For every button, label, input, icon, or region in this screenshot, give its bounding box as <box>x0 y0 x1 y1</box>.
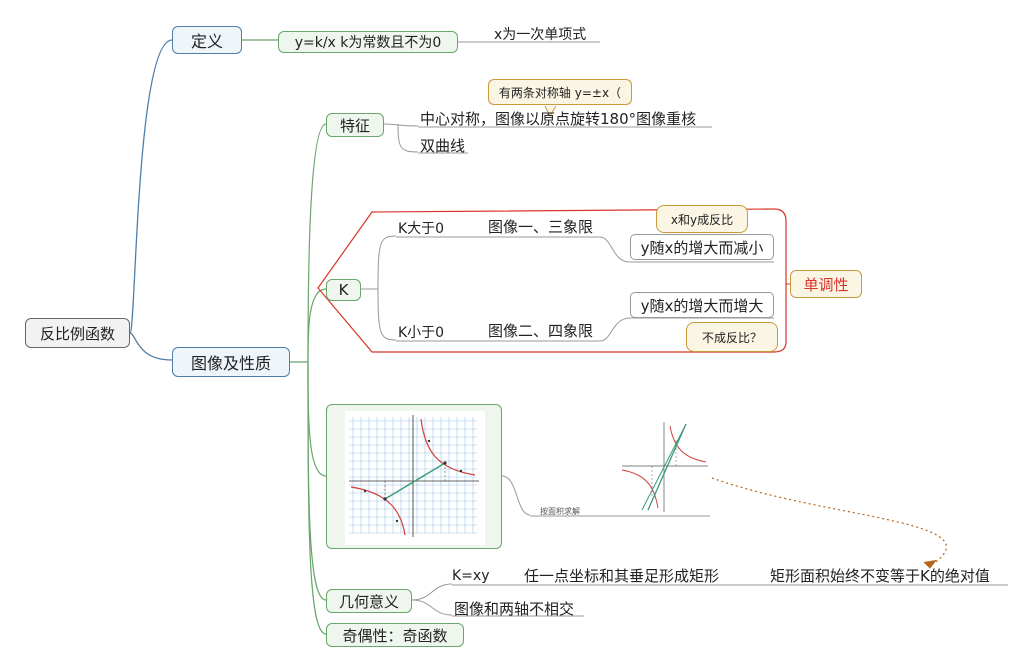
hyperbola-grid-image <box>345 411 485 545</box>
definition-note: x为一次单项式 <box>494 27 587 43</box>
parity-node[interactable]: 奇偶性：奇函数 <box>326 623 464 647</box>
k-boundary <box>317 208 787 353</box>
features-node[interactable]: 特征 <box>326 113 384 137</box>
not-inverse-callout[interactable]: 不成反比？ <box>686 322 778 352</box>
graph-image-node[interactable] <box>326 404 502 549</box>
axes-text: 图像和两轴不相交 <box>454 600 575 618</box>
inverse-proportion-callout[interactable]: x和y成反比 <box>656 205 748 233</box>
geometry-node[interactable]: 几何意义 <box>326 589 412 613</box>
rectangle-text: 任一点坐标和其垂足形成矩形 <box>524 567 720 585</box>
k-negative-label: K小于0 <box>398 325 445 341</box>
area-graph-thumbnail <box>618 418 710 514</box>
monotonic-node[interactable]: 单调性 <box>790 270 862 298</box>
central-symmetry-text: 中心对称，图像以原点旋转180°图像重核 <box>420 110 697 128</box>
graph-caption: 按面积求解 <box>540 507 580 516</box>
k-positive-trend[interactable]: y随x的增大而减小 <box>630 234 774 260</box>
kxy-text: K=xy <box>452 568 490 584</box>
k-node[interactable]: K <box>326 279 361 301</box>
area-constant-text: 矩形面积始终不变等于K的绝对值 <box>770 567 990 585</box>
k-positive-label: K大于0 <box>398 221 445 237</box>
k-positive-quadrants: 图像一、三象限 <box>488 218 594 236</box>
hyperbola-text: 双曲线 <box>420 137 466 155</box>
definition-node[interactable]: 定义 <box>172 26 242 54</box>
definition-formula[interactable]: y=k/x k为常数且不为0 <box>278 31 458 53</box>
root-node[interactable]: 反比例函数 <box>25 318 130 348</box>
k-negative-quadrants: 图像二、四象限 <box>488 322 594 340</box>
k-negative-trend[interactable]: y随x的增大而增大 <box>630 292 774 318</box>
symmetry-callout[interactable]: 有两条对称轴 y=±x（ <box>488 79 632 105</box>
properties-node[interactable]: 图像及性质 <box>172 347 290 377</box>
